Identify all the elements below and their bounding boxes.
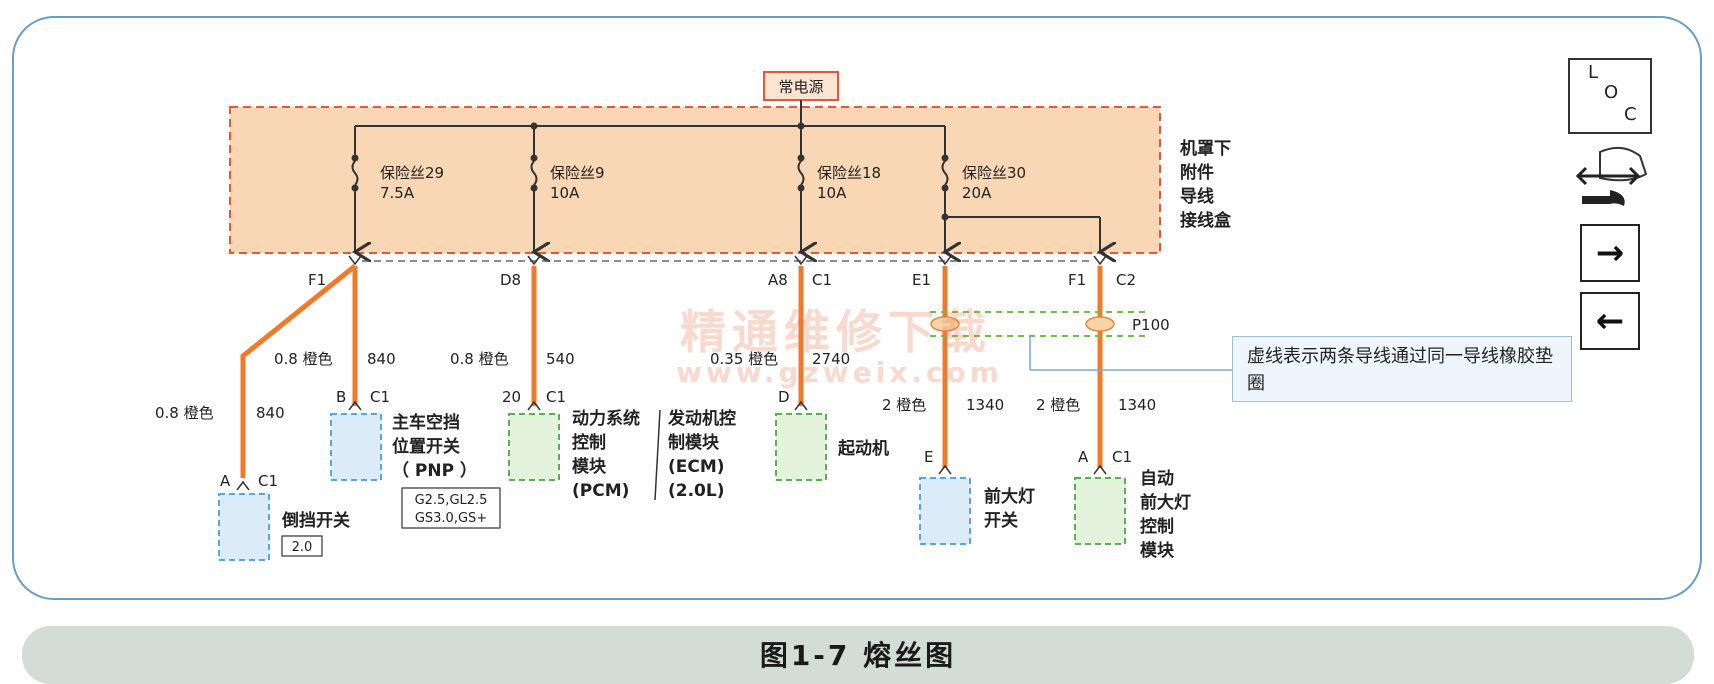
auto-line3: 控制 xyxy=(1140,516,1174,537)
loc-letter-l: L xyxy=(1588,62,1599,83)
pnp-variant-1: G2.5,GL2.5 xyxy=(415,493,488,508)
pnp-line3: （ PNP ） xyxy=(392,460,477,481)
fuse-18-rating: 10A xyxy=(817,184,847,202)
pnp-line1: 主车空挡 xyxy=(392,412,460,433)
fuse-29 xyxy=(351,126,359,252)
auto-line1: 自动 xyxy=(1140,468,1174,489)
svg-text:接线盒: 接线盒 xyxy=(1180,210,1232,231)
wire3-num: 540 xyxy=(546,350,575,368)
left-arrow-icon: ← xyxy=(1595,301,1625,341)
reverse-variant-box xyxy=(281,535,323,557)
conn-b-pnp: B xyxy=(336,388,346,406)
grommet-p100 xyxy=(930,311,1232,371)
fuse-9 xyxy=(530,126,538,252)
ecm-line4: (2.0L) xyxy=(668,481,725,501)
conn-d-starter: D xyxy=(778,388,790,406)
figure-caption: 图1-7 熔丝图 xyxy=(759,639,957,672)
wire5-size: 2 橙色 xyxy=(882,396,926,414)
wire4-size: 0.35 橙色 xyxy=(710,350,778,368)
fuse-29-rating: 7.5A xyxy=(380,184,415,202)
wrench-icon xyxy=(1582,190,1625,206)
ecm-line2: 制模块 xyxy=(668,432,720,453)
wire5-num: 1340 xyxy=(966,396,1004,414)
wires xyxy=(240,264,1103,478)
headlamp-line2: 开关 xyxy=(984,510,1018,531)
auto-line4: 模块 xyxy=(1140,540,1175,561)
svg-text:导线: 导线 xyxy=(1180,186,1214,207)
wire-840-reverse xyxy=(240,264,357,478)
conn-a-reverse: A xyxy=(220,472,231,490)
power-source-box xyxy=(763,71,839,101)
previous-page-button[interactable]: ← xyxy=(1580,292,1640,350)
auto-line2: 前大灯 xyxy=(1140,492,1191,513)
double-arrow-icon xyxy=(1575,166,1641,186)
conn-a8: A8 xyxy=(768,271,788,289)
pcm-line2: 控制 xyxy=(572,432,606,453)
conn-c1-reverse: C1 xyxy=(258,472,278,490)
conn-c1-a8: C1 xyxy=(812,271,832,289)
wire3-size: 0.8 橙色 xyxy=(450,350,509,368)
loc-letter-o: O xyxy=(1604,82,1619,103)
conn-a-auto: A xyxy=(1078,448,1089,466)
loc-letter-c: C xyxy=(1624,104,1637,125)
headlamp-switch-box xyxy=(919,477,971,545)
fuse-30-rating: 20A xyxy=(962,184,992,202)
next-page-button[interactable]: → xyxy=(1580,224,1640,282)
conn-c1-pcm: C1 xyxy=(546,388,566,406)
conn-20: 20 xyxy=(502,388,521,406)
reverse-variant: 2.0 xyxy=(292,540,313,555)
pcm-box xyxy=(508,413,560,481)
pcm-line1: 动力系统 xyxy=(572,408,640,429)
pcm-ecm-divider xyxy=(654,409,661,501)
reverse-switch-label: 倒挡开关 xyxy=(281,510,350,531)
fuse-9-name: 保险丝9 xyxy=(550,164,605,182)
wire4-num: 2740 xyxy=(812,350,850,368)
pcm-line4: (PCM) xyxy=(572,481,629,501)
pcm-line3: 模块 xyxy=(572,456,607,477)
conn-c1-pnp: C1 xyxy=(370,388,390,406)
reverse-switch-box xyxy=(218,493,270,561)
right-arrow-icon: → xyxy=(1595,233,1625,273)
wire1-size: 0.8 橙色 xyxy=(155,404,214,422)
fuse-18-name: 保险丝18 xyxy=(817,164,881,182)
wire2-size: 0.8 橙色 xyxy=(274,350,333,368)
loc-icon[interactable]: L O C xyxy=(1568,58,1652,134)
power-source-label: 常电源 xyxy=(778,78,823,96)
connector-face-icon xyxy=(1599,146,1648,182)
headlamp-line1: 前大灯 xyxy=(984,486,1035,507)
conn-d8: D8 xyxy=(500,271,521,289)
fuse-18 xyxy=(797,126,805,252)
conn-c1-auto: C1 xyxy=(1112,448,1132,466)
ecm-line3: (ECM) xyxy=(668,457,725,477)
fuse-29-name: 保险丝29 xyxy=(380,164,444,182)
starter-label: 起动机 xyxy=(837,438,889,459)
conn-e1: E1 xyxy=(912,271,931,289)
conn-f1-left: F1 xyxy=(308,271,326,289)
svg-text:附件: 附件 xyxy=(1180,162,1214,183)
ecm-line1: 发动机控 xyxy=(667,408,736,429)
caption-bar: 图1-7 熔丝图 xyxy=(22,626,1694,684)
wire1-num: 840 xyxy=(256,404,285,422)
pnp-variant-2: GS3.0,GS+ xyxy=(415,511,487,526)
wire6-size: 2 橙色 xyxy=(1036,396,1080,414)
pnp-line2: 位置开关 xyxy=(392,436,460,457)
conn-p100: P100 xyxy=(1132,316,1170,334)
conn-e-headlamp: E xyxy=(924,448,933,466)
dashed-line-note: 虚线表示两条导线通过同一导线橡胶垫圈 xyxy=(1232,336,1572,402)
wire2-num: 840 xyxy=(367,350,396,368)
pnp-variant-box xyxy=(401,487,501,529)
conn-c2: C2 xyxy=(1116,271,1136,289)
svg-text:机罩下: 机罩下 xyxy=(1180,138,1231,159)
junction-box xyxy=(229,106,1161,254)
fuse-30 xyxy=(941,126,1101,252)
junction-box-label: 机罩下 附件 导线 接线盒 xyxy=(1180,138,1232,231)
wire6-num: 1340 xyxy=(1118,396,1156,414)
conn-f1-right: F1 xyxy=(1068,271,1086,289)
starter-box xyxy=(775,413,827,481)
pnp-switch-box xyxy=(330,413,382,481)
fuse-30-name: 保险丝30 xyxy=(962,164,1026,182)
fuse-9-rating: 10A xyxy=(550,184,580,202)
auto-headlamp-box xyxy=(1074,477,1126,545)
